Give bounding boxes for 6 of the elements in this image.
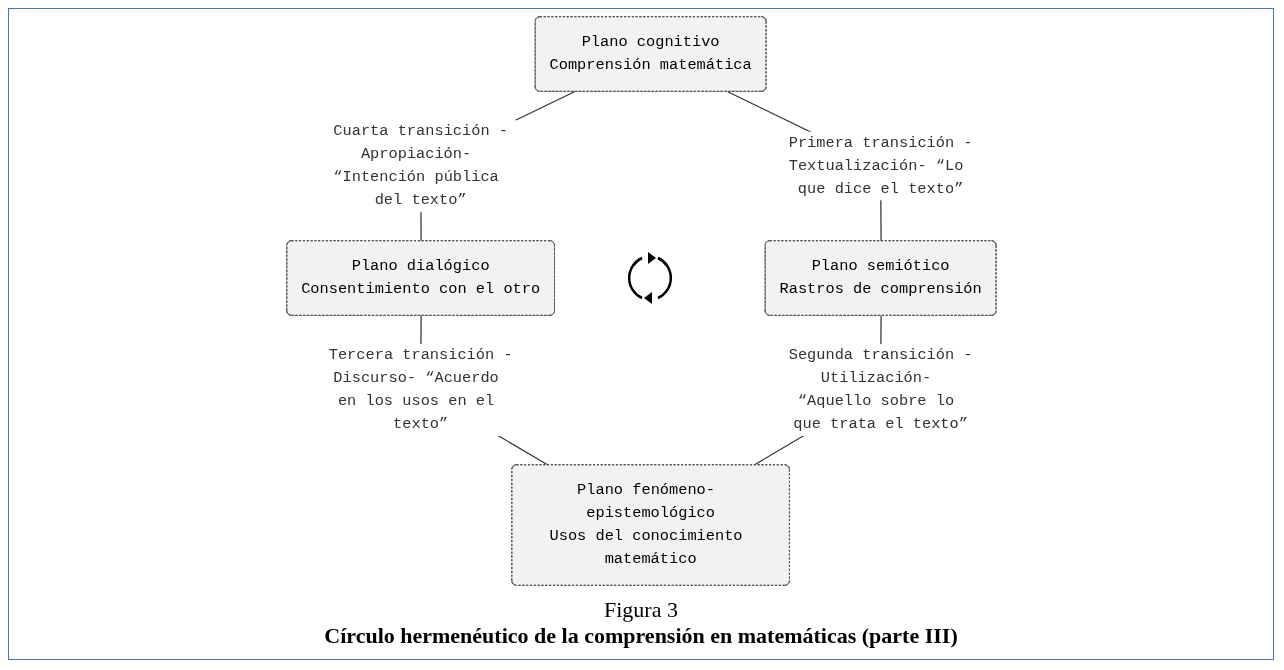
figure-number: Figura 3 <box>604 597 678 623</box>
edge-label: Tercera transición -Discurso- “Acuerdo en los usos en el texto” <box>328 346 513 434</box>
figure-caption: Círculo hermenéutico de la comprensión en matemáticas (parte III) <box>324 623 958 649</box>
edge-label: Cuarta transición -Apropiación- “Intención pública del texto” <box>332 122 508 210</box>
edge-label: Segunda transición -Utilización- “Aquello sobre lo que trata el texto” <box>788 346 973 434</box>
edge-label: Primera transición -Textualización- “Lo que dice el texto” <box>788 134 973 198</box>
